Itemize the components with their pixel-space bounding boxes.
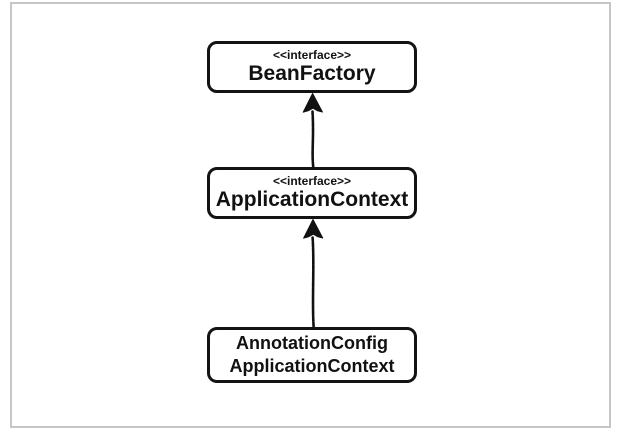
uml-node-beanfactory: <<interface>> BeanFactory — [207, 41, 417, 93]
uml-node-applicationcontext: <<interface>> ApplicationContext — [207, 167, 417, 219]
stereotype-label: <<interface>> — [272, 173, 352, 188]
stereotype-label: <<interface>> — [272, 47, 352, 62]
node-name-applicationcontext: ApplicationContext — [215, 187, 409, 211]
node-name-beanfactory: BeanFactory — [248, 61, 376, 85]
uml-node-annotationconfigapplicationcontext: AnnotationConfig ApplicationContext — [207, 327, 417, 383]
node-name-annotationconfigapplicationcontext: AnnotationConfig ApplicationContext — [229, 332, 395, 376]
